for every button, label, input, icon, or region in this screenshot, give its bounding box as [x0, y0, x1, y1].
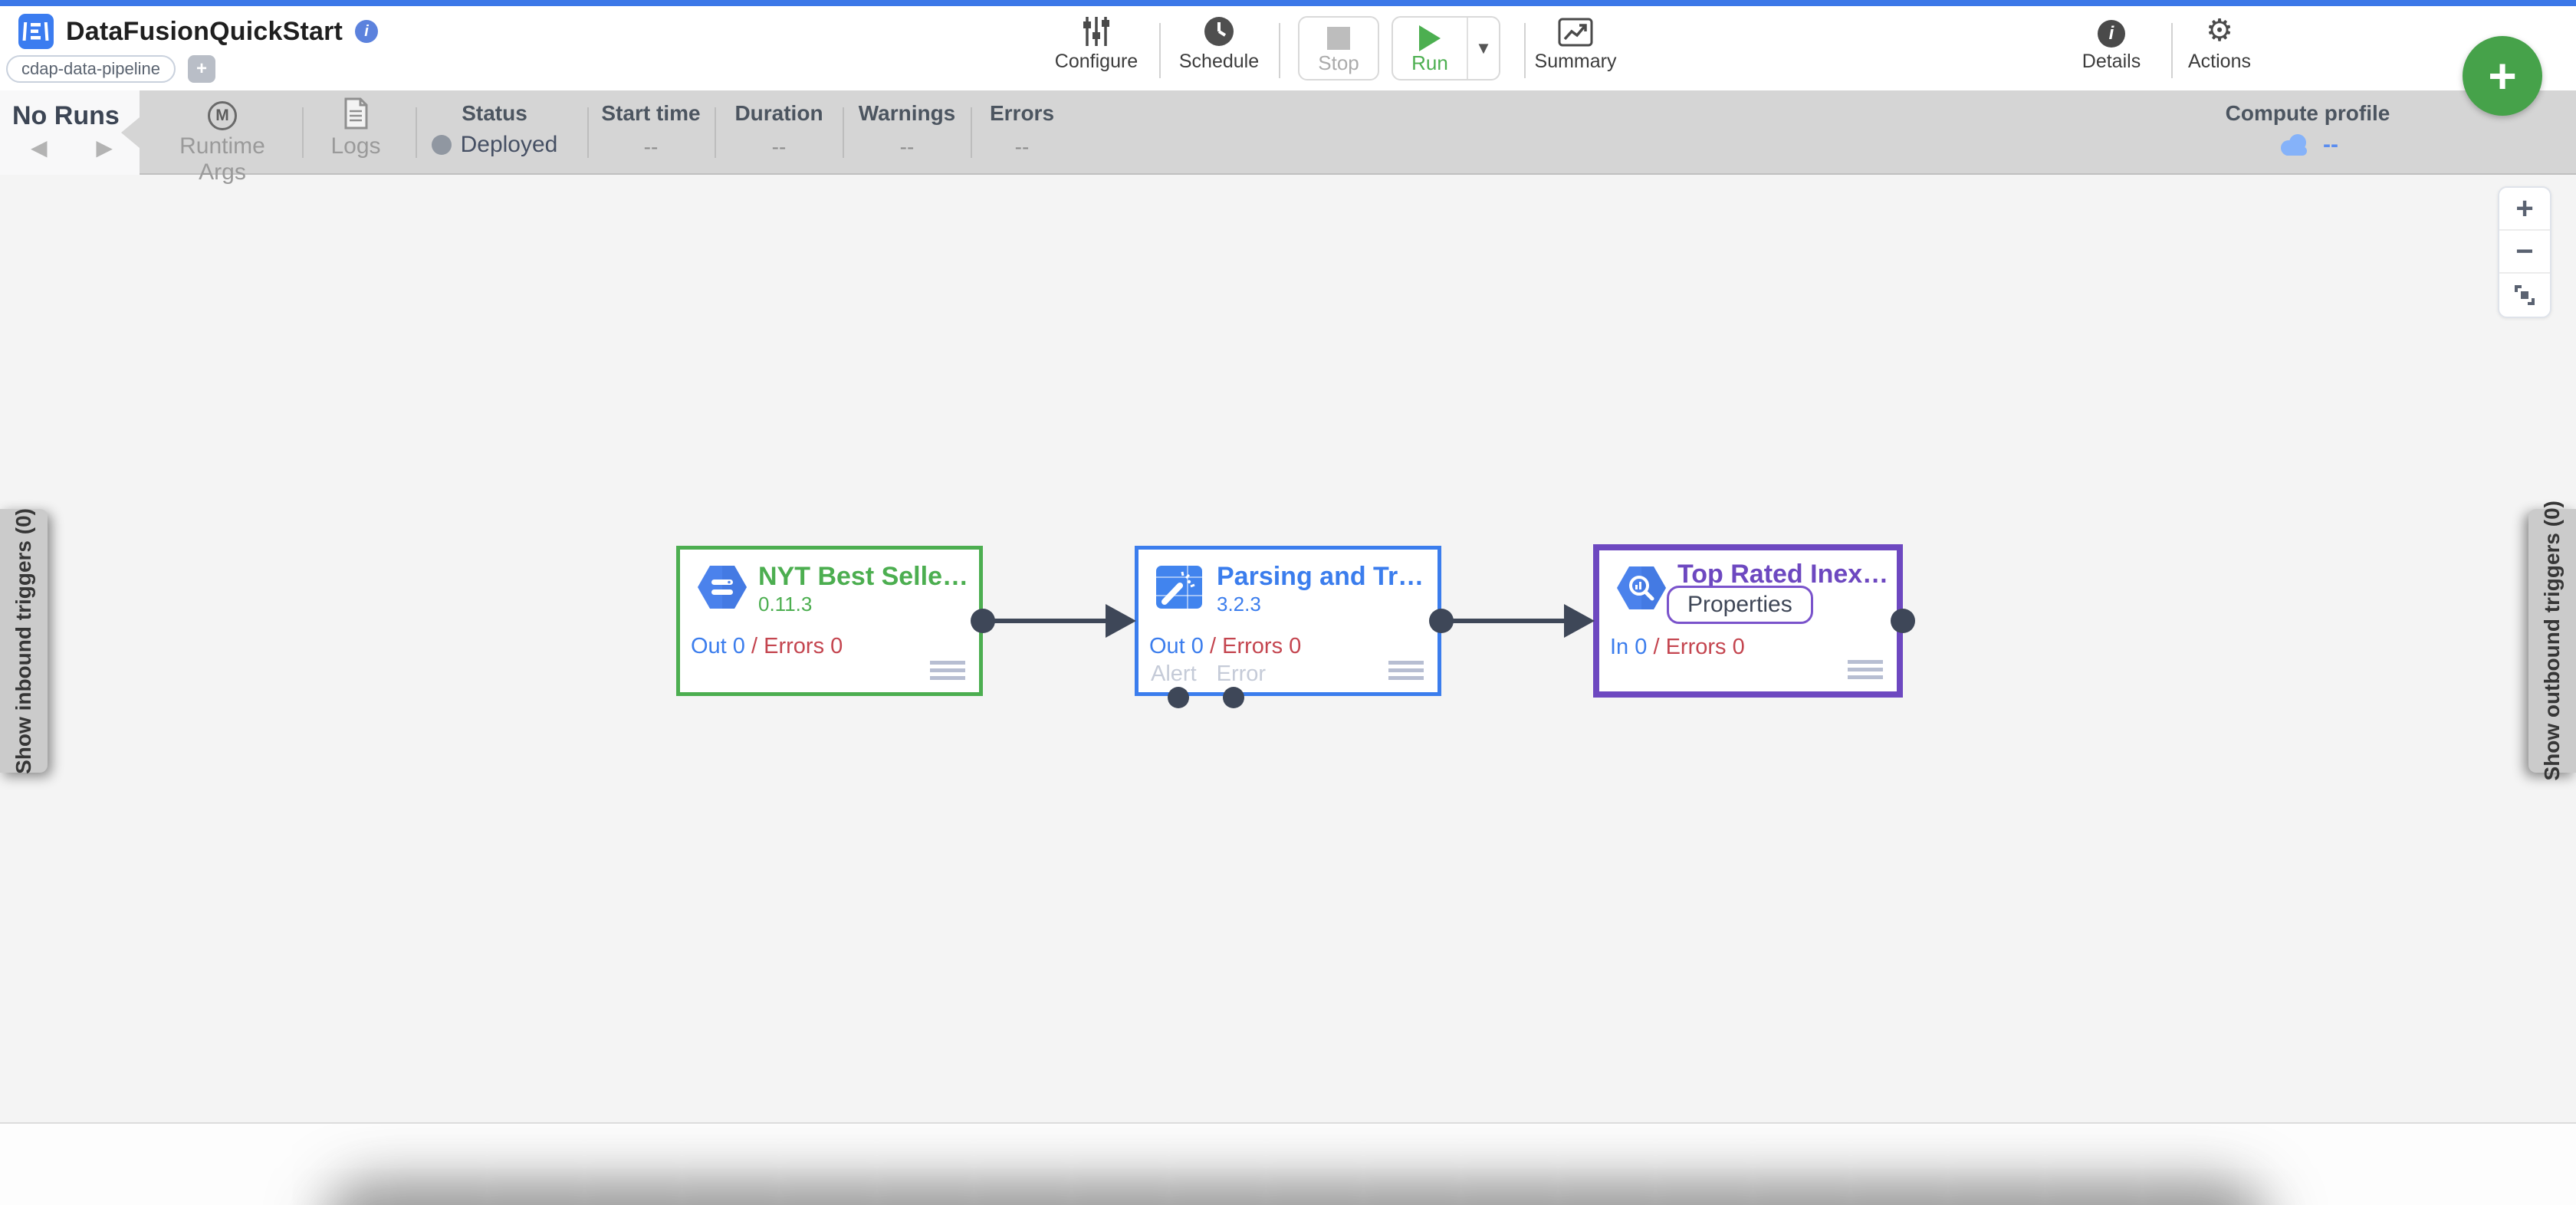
- node-port-labels: Alert Error: [1151, 662, 1286, 687]
- statusbar-divider: [587, 107, 589, 158]
- toolbar-divider: [1159, 23, 1161, 78]
- document-icon: [310, 90, 402, 130]
- add-tag-button[interactable]: +: [188, 55, 216, 83]
- chevron-down-icon: ▼: [1475, 38, 1492, 57]
- alert-port-node2[interactable]: [1168, 687, 1189, 708]
- pipeline-type-tag: cdap-data-pipeline: [6, 55, 176, 83]
- node-nyt-best-sellers[interactable]: NYT Best Selle… 0.11.3 Out 0 / Errors 0: [676, 546, 983, 696]
- output-port-node2[interactable]: [1429, 609, 1454, 633]
- edge-arrowhead: [1106, 604, 1136, 638]
- inbound-triggers-tab[interactable]: Show inbound triggers (0): [0, 508, 48, 773]
- compute-profile-value: --: [2323, 132, 2338, 157]
- statusbar-divider: [416, 107, 417, 158]
- output-port-node3[interactable]: [1891, 609, 1915, 633]
- sliders-icon: [1035, 14, 1158, 48]
- cdap-logo-icon: [18, 14, 54, 49]
- clock-icon: [1158, 14, 1280, 48]
- pipeline-info-icon[interactable]: i: [355, 20, 379, 43]
- start-time-column: Start time --: [601, 101, 701, 159]
- statusbar-divider: [715, 107, 716, 158]
- node-metrics: Out 0 / Errors 0: [1149, 634, 1302, 658]
- canvas-zoom-controls: + −: [2498, 186, 2551, 318]
- node-parsing-transform[interactable]: Parsing and Tr… 3.2.3 Out 0 / Errors 0 A…: [1135, 546, 1441, 696]
- add-plugin-fab-button[interactable]: +: [2463, 36, 2542, 116]
- node-metrics: Out 0 / Errors 0: [691, 634, 843, 658]
- stop-icon: [1327, 27, 1350, 50]
- wrangler-icon: [1156, 566, 1202, 609]
- edge-node1-node2: [983, 619, 1112, 623]
- configure-button[interactable]: Configure: [1035, 14, 1158, 73]
- node-version: 3.2.3: [1217, 593, 1261, 616]
- duration-column: Duration --: [734, 101, 823, 159]
- details-button[interactable]: i Details: [2050, 14, 2173, 73]
- compute-profile[interactable]: Compute profile --: [2225, 101, 2390, 157]
- statusbar-divider: [843, 107, 844, 158]
- chart-icon: [1514, 14, 1637, 48]
- toolbar-divider: [1279, 23, 1280, 78]
- pipeline-tags-row: cdap-data-pipeline +: [6, 55, 216, 83]
- status-value: Deployed: [460, 132, 558, 157]
- play-icon: [1419, 25, 1441, 51]
- storage-hexagon-icon: [698, 566, 747, 609]
- node-top-rated-sink[interactable]: Top Rated Inex… Properties In 0 / Errors…: [1593, 544, 1903, 698]
- alert-port-label: Alert: [1151, 662, 1197, 686]
- runs-tab-notch: [121, 117, 140, 148]
- error-port-node2[interactable]: [1223, 687, 1244, 708]
- statusbar-divider: [971, 107, 972, 158]
- output-port-node1[interactable]: [971, 609, 995, 633]
- error-port-label: Error: [1216, 662, 1267, 686]
- outbound-triggers-tab[interactable]: Show outbound triggers (0): [2528, 501, 2576, 781]
- actions-button[interactable]: ⚙ Actions: [2158, 14, 2281, 73]
- toolbar-divider: [1524, 23, 1526, 78]
- run-button[interactable]: Run: [1393, 18, 1468, 79]
- warnings-column: Warnings --: [858, 101, 956, 159]
- gear-icon: ⚙: [2206, 14, 2233, 48]
- cloud-icon: [2281, 134, 2307, 156]
- page-title: DataFusionQuickStart: [66, 16, 343, 46]
- zoom-out-button[interactable]: −: [2499, 231, 2550, 274]
- status-dot-icon: [431, 135, 452, 155]
- stop-button[interactable]: Stop: [1298, 16, 1379, 80]
- statusbar-divider: [302, 107, 304, 158]
- node-title: NYT Best Selle…: [758, 562, 968, 591]
- errors-column: Errors --: [989, 101, 1055, 159]
- macro-m-icon: M: [153, 90, 291, 130]
- logs-button[interactable]: Logs: [310, 90, 402, 175]
- run-nav-arrows[interactable]: ◀ ▶: [31, 136, 134, 159]
- toolbar-divider: [2171, 23, 2173, 78]
- run-button-group: Run ▼: [1392, 16, 1500, 80]
- edge-node2-node3: [1441, 619, 1566, 623]
- no-runs-label: No Runs: [12, 101, 120, 130]
- node-metrics: In 0 / Errors 0: [1610, 635, 1745, 659]
- status-column: Status Deployed: [410, 90, 579, 158]
- schedule-button[interactable]: Schedule: [1158, 14, 1280, 73]
- fit-to-screen-button[interactable]: [2499, 274, 2550, 317]
- zoom-in-button[interactable]: +: [2499, 188, 2550, 231]
- bigquery-hexagon-icon: [1617, 566, 1666, 609]
- canvas-footer: [0, 1122, 2576, 1205]
- info-circle-icon: i: [2050, 14, 2173, 48]
- summary-button[interactable]: Summary: [1514, 14, 1637, 73]
- runs-navigator: No Runs ◀ ▶: [0, 90, 140, 175]
- top-accent-strip: [0, 0, 2576, 6]
- run-status-bar: No Runs ◀ ▶ M Runtime Args Logs Sta: [0, 90, 2576, 185]
- header-bar: DataFusionQuickStart i cdap-data-pipelin…: [0, 6, 2576, 90]
- edge-arrowhead: [1564, 604, 1595, 638]
- runtime-args-button[interactable]: M Runtime Args: [153, 90, 291, 185]
- run-options-dropdown[interactable]: ▼: [1468, 18, 1499, 79]
- node-menu-icon[interactable]: [1848, 656, 1883, 679]
- status-label: Status: [462, 101, 527, 125]
- fit-screen-icon: [2515, 285, 2535, 305]
- node-title: Parsing and Tr…: [1217, 562, 1424, 591]
- node-menu-icon[interactable]: [930, 657, 965, 680]
- node-version: 0.11.3: [758, 593, 813, 616]
- properties-button[interactable]: Properties: [1667, 586, 1813, 624]
- node-menu-icon[interactable]: [1388, 657, 1424, 680]
- pipeline-title-row: DataFusionQuickStart i: [18, 14, 379, 49]
